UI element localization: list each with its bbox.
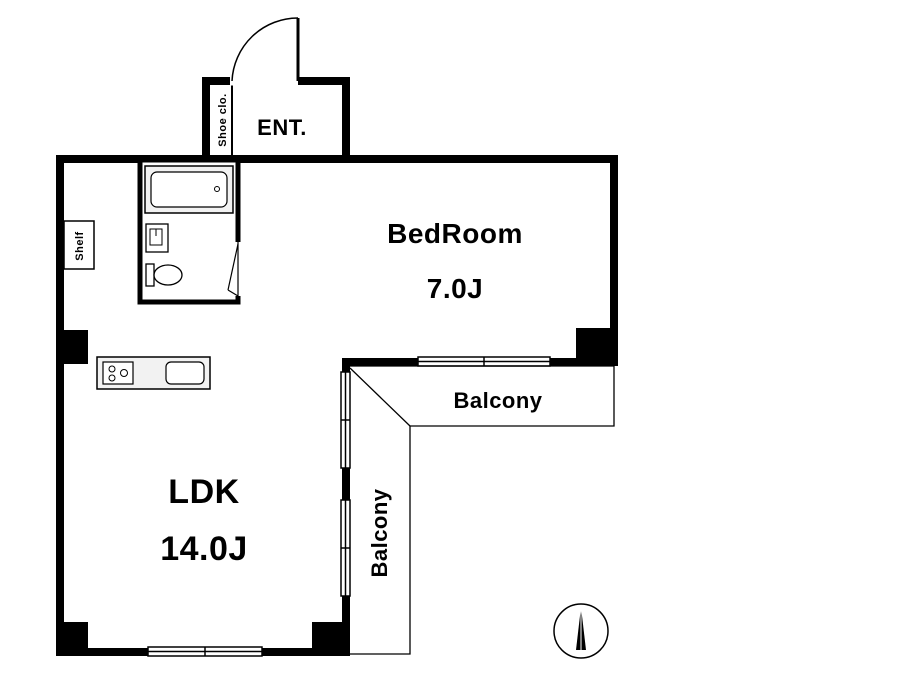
kitchen-sink-icon xyxy=(165,361,205,385)
toilet-icon xyxy=(145,263,183,287)
entrance-label: ENT. xyxy=(257,115,307,140)
door-swing-icon xyxy=(227,242,239,297)
bathroom xyxy=(137,157,241,305)
bedroom-name: BedRoom xyxy=(387,218,523,249)
door-swing-icon xyxy=(231,17,300,82)
balcony-lower-label: Balcony xyxy=(367,488,392,577)
washbasin-icon xyxy=(145,223,169,253)
balcony-area xyxy=(349,365,615,655)
shelf-label: Shelf xyxy=(74,231,86,260)
shelf xyxy=(63,220,95,270)
columns xyxy=(56,328,618,656)
ldk-size: 14.0J xyxy=(160,530,248,568)
outer-walls xyxy=(56,155,618,656)
bathtub-icon xyxy=(144,165,234,214)
ldk-name: LDK xyxy=(168,473,239,511)
kitchen-counter xyxy=(96,356,211,390)
bedroom-size: 7.0J xyxy=(427,273,484,304)
entrance xyxy=(202,17,350,163)
shoe-closet-label: Shoe clo. xyxy=(217,93,229,146)
balcony-upper-label: Balcony xyxy=(453,388,542,413)
stove-icon xyxy=(102,361,134,385)
north-arrow-icon xyxy=(553,603,609,659)
